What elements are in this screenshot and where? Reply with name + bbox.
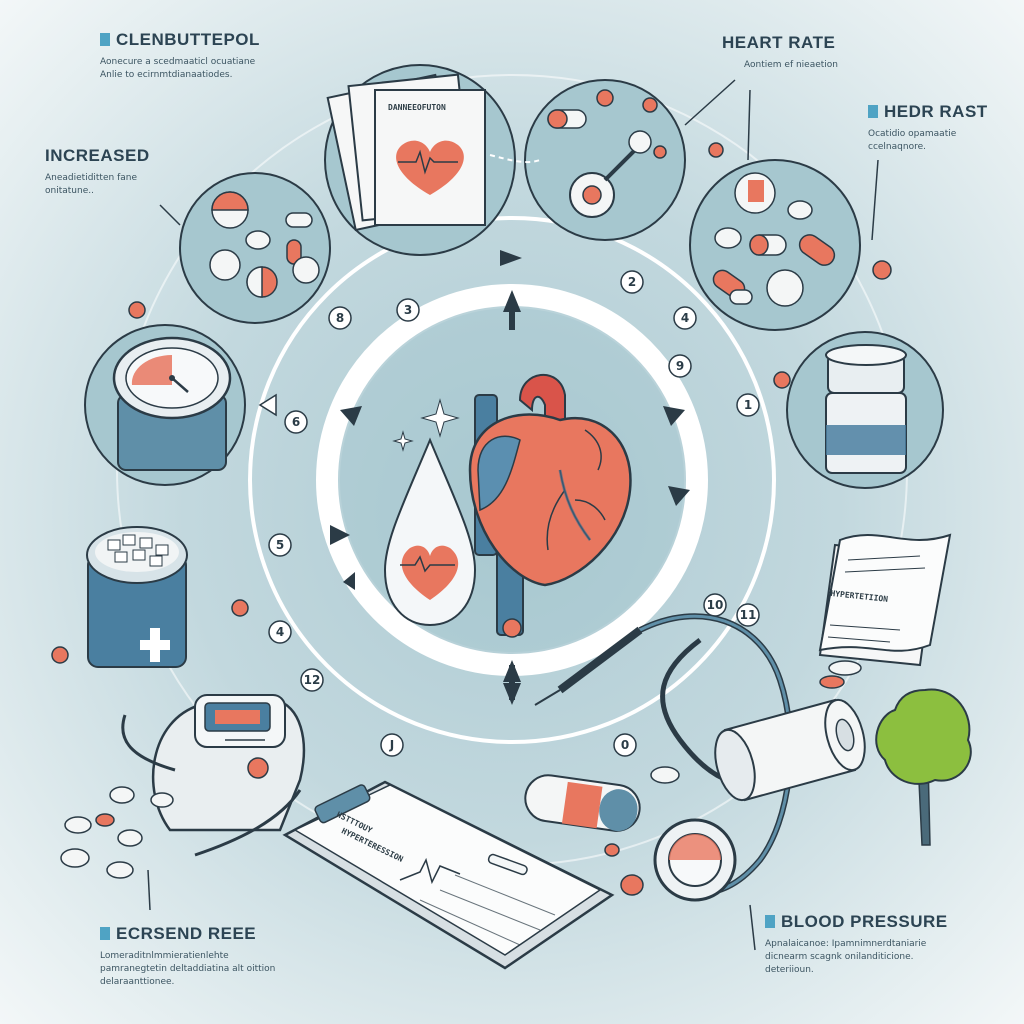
ring-number-14: 6 (284, 410, 308, 434)
pill-jar-cross (86, 526, 188, 668)
label-bottom-right: BLOOD PRESSURE Apnalaicanoe: Ipamnimnerd… (765, 912, 948, 977)
svg-text:DANNEEOFUTON: DANNEEOFUTON (388, 103, 446, 112)
sparkle-icon (392, 398, 460, 452)
ring-number-1: 2 (620, 270, 644, 294)
arrow-nw (340, 406, 362, 426)
svg-text:1: 1 (744, 398, 752, 412)
ring-number-7: 0 (613, 733, 637, 757)
pills-circle-top-right (689, 159, 861, 331)
label-marker-icon (868, 105, 878, 118)
label-bottom-left-title: ECRSEND REEE (116, 924, 257, 943)
inhaler-pills-circle (524, 79, 686, 241)
pressure-gauge-jar (84, 324, 246, 486)
svg-text:10: 10 (707, 598, 724, 612)
label-top-left: CLENBUTTEPOL Aonecure a scedmaaticl ocua… (100, 30, 260, 82)
arrow-e (668, 486, 690, 506)
svg-text:8: 8 (336, 311, 344, 325)
arrow-w (330, 525, 350, 545)
ring-number-3: 1 (736, 393, 760, 417)
label-top-left-desc-2: Anlie to ecirnmtdianaatiodes. (100, 70, 233, 80)
arrow-up-top (503, 290, 521, 330)
ring-number-9: 12 (300, 668, 324, 692)
label-top-center-desc-1: Aontiem ef nieaetion (744, 60, 839, 70)
arrow-left-orbit (258, 393, 277, 417)
supplement-jar (786, 331, 944, 489)
ring-number-13: 5 (268, 533, 292, 557)
arrow-up-bottom (503, 660, 521, 700)
arrow-top-orbit (500, 250, 522, 266)
ring-number-10: 4 (268, 620, 292, 644)
label-top-left-title: CLENBUTTEPOL (116, 30, 260, 49)
label-top-right-desc-1: Ocatidio opamaatie (868, 129, 957, 139)
arrow-sw (343, 572, 355, 590)
svg-text:4: 4 (276, 625, 284, 639)
heart-organ-icon (468, 373, 632, 638)
label-left-desc-1: Aneadietiditten fane (45, 173, 137, 183)
svg-text:6: 6 (292, 415, 300, 429)
label-top-right: HEDR RAST Ocatidio opamaatie ccelnaqnore… (868, 102, 988, 154)
ring-number-2: 4 (673, 306, 697, 330)
label-bottom-left-desc-2: pamranegtetin deltaddiatina alt oittion (100, 964, 276, 974)
water-drop-icon (383, 437, 477, 627)
label-top-center: HEART RATE Aontiem ef nieaetion (722, 33, 838, 72)
pills-circle-top-left (179, 172, 331, 324)
ring-number-12: 8 (328, 306, 352, 330)
ring-number-8: J (380, 733, 404, 757)
prescription-sheets: HYPERTETIION (818, 533, 952, 667)
blood-pressure-monitor (121, 694, 306, 857)
bandage-roll (714, 698, 866, 802)
middle-ring (248, 216, 776, 744)
medical-clipboard: HSTTTOUY HYPERTERESSION (282, 780, 615, 970)
ring-number-6: 10 (703, 593, 727, 617)
svg-text:2: 2 (628, 275, 636, 289)
label-bottom-left-desc-1: Lomeraditnlmmieratienlehte (100, 951, 229, 961)
label-marker-icon (100, 33, 110, 46)
svg-text:4: 4 (681, 311, 689, 325)
scattered-pills (51, 142, 892, 896)
label-bottom-left: ECRSEND REEE Lomeraditnlmmieratienlehte … (100, 924, 275, 989)
connector-top (489, 154, 541, 164)
label-left-title: INCREASED (45, 146, 150, 165)
svg-text:11: 11 (740, 608, 757, 622)
callout-lines (147, 79, 879, 951)
capsule-pill (524, 774, 641, 832)
ring-number-badges: 2 4 1 9 11 10 0 J 12 4 3 8 5 6 (268, 270, 760, 757)
svg-text:5: 5 (276, 538, 284, 552)
label-left-desc-2: onitatune.. (45, 186, 94, 196)
label-left: INCREASED Aneadietiditten fane onitatune… (45, 146, 150, 198)
label-top-center-title: HEART RATE (722, 33, 836, 52)
label-bottom-right-title: BLOOD PRESSURE (781, 912, 948, 931)
label-marker-icon (100, 927, 110, 940)
ring-number-4: 9 (668, 354, 692, 378)
svg-text:3: 3 (404, 303, 412, 317)
label-bottom-right-desc-1: Apnalaicanoe: Ipamnimnerdtaniarie (765, 939, 927, 949)
label-bottom-right-desc-3: deteriioun. (765, 965, 814, 975)
svg-text:J: J (389, 738, 394, 752)
label-top-left-desc-1: Aonecure a scedmaaticl ocuatiane (100, 57, 256, 67)
label-bottom-left-desc-3: delaraanttionee. (100, 977, 175, 987)
ring-number-5: 11 (736, 603, 760, 627)
label-top-right-title: HEDR RAST (884, 102, 988, 121)
arrow-ne (663, 406, 685, 426)
svg-text:0: 0 (621, 738, 629, 752)
svg-text:12: 12 (304, 673, 321, 687)
label-bottom-right-desc-2: dicnearm scagnk onilanditicione. (765, 952, 914, 962)
svg-text:9: 9 (676, 359, 684, 373)
label-top-right-desc-2: ccelnaqnore. (868, 142, 926, 152)
label-marker-icon (765, 915, 775, 928)
ring-number-11: 3 (396, 298, 420, 322)
heart-report-cards: DANNEEOFUTON (324, 64, 516, 256)
tree-icon (875, 688, 972, 846)
ring-arrows (258, 250, 690, 705)
